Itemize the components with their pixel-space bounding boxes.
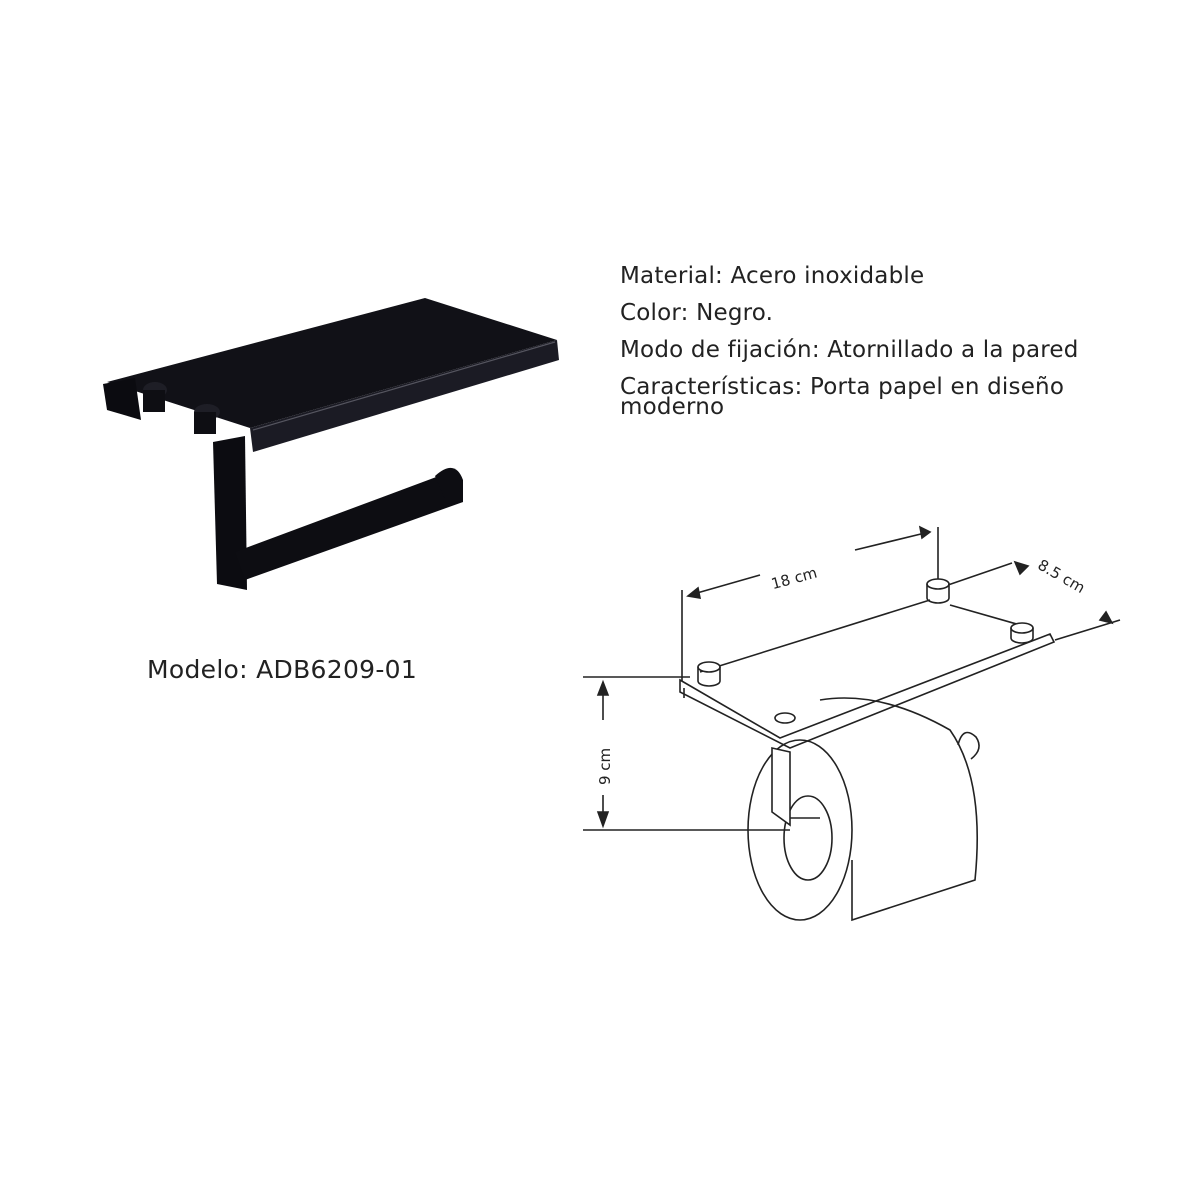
model-label: Modelo: ADB6209-01 [147, 655, 418, 684]
dimension-diagram: 18 cm 8.5 cm 9 cm [570, 510, 1170, 940]
spec-mounting: Modo de fijación: Atornillado a la pared [620, 337, 1079, 363]
depth-dimension-label: 8.5 cm [1035, 556, 1089, 597]
spec-list: Material: Acero inoxidable Color: Negro.… [620, 258, 1160, 420]
spec-features: Características: Porta papel en diseño m… [620, 374, 1160, 420]
height-dimension-label: 9 cm [596, 748, 614, 785]
product-photo [95, 290, 575, 600]
spec-features-line1: Características: Porta papel en diseño [620, 374, 1065, 400]
spec-material: Material: Acero inoxidable [620, 263, 925, 289]
spec-features-line2: moderno [620, 394, 725, 420]
width-dimension-label: 18 cm [769, 564, 819, 593]
spec-color: Color: Negro. [620, 300, 774, 326]
